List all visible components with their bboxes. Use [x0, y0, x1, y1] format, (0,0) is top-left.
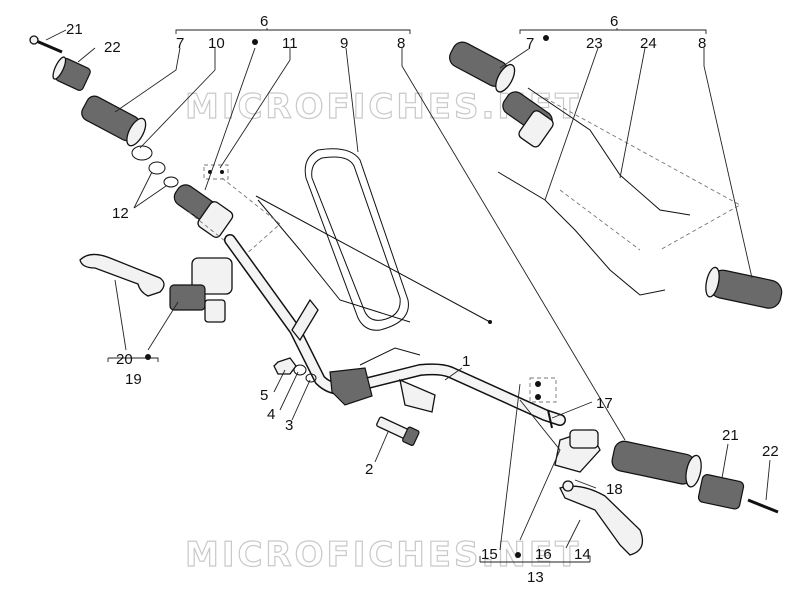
washer-12b	[163, 176, 179, 188]
bar-end-weight-22-top	[52, 56, 91, 91]
callout-13: 13	[527, 569, 544, 586]
dot-marker	[535, 394, 541, 400]
callout-4: 4	[267, 406, 275, 423]
cable-loop-9	[304, 148, 409, 331]
callout-7-right: 7	[526, 35, 534, 52]
throttle-cable	[257, 199, 411, 323]
callout-21-bottom: 21	[722, 427, 739, 444]
callout-10: 10	[208, 35, 225, 52]
cable-23	[497, 171, 666, 296]
dot-marker	[252, 39, 258, 45]
grip-7-right	[449, 41, 516, 93]
callout-22-bottom: 22	[762, 443, 779, 460]
switch-housing-right	[502, 91, 554, 148]
screw-21-top	[33, 38, 63, 54]
callout-6-right: 6	[610, 13, 618, 30]
callout-8-left: 8	[397, 35, 405, 52]
throttle-grip-housing	[173, 184, 234, 238]
screw-head-21-top	[29, 35, 39, 45]
callout-23: 23	[586, 35, 603, 52]
right-lever-assembly	[554, 429, 644, 556]
callout-17: 17	[596, 395, 613, 412]
bolt-2	[376, 416, 420, 447]
left-brake-lever	[79, 253, 165, 297]
assembly-outline-left	[185, 177, 281, 257]
callout-14: 14	[574, 546, 591, 563]
washer-4	[293, 364, 307, 376]
callout-8-right: 8	[698, 35, 706, 52]
watermark-bottom: MICROFICHES.NET	[185, 535, 581, 575]
screw-22-bottom	[747, 498, 779, 514]
dot-marker	[543, 35, 549, 41]
washer-10	[131, 145, 153, 161]
callout-20: 20	[116, 351, 133, 368]
dot-marker	[535, 381, 541, 387]
dot-marker	[515, 552, 521, 558]
callout-7-left: 7	[176, 35, 184, 52]
callout-24: 24	[640, 35, 657, 52]
grip-7-left	[81, 95, 147, 147]
callout-19: 19	[125, 371, 142, 388]
callout-22-top: 22	[104, 39, 121, 56]
screw-17	[547, 409, 553, 429]
callout-18: 18	[606, 481, 623, 498]
nut-5	[273, 357, 297, 375]
washer-3	[305, 373, 317, 383]
callout-11: 11	[282, 35, 298, 52]
callout-5: 5	[260, 387, 268, 404]
callout-15: 15	[481, 546, 498, 563]
callout-3: 3	[285, 417, 293, 434]
callout-6-left: 6	[260, 13, 268, 30]
callout-12: 12	[112, 205, 129, 222]
dot-marker	[145, 354, 151, 360]
washer-12a	[148, 161, 166, 175]
callout-9: 9	[340, 35, 348, 52]
left-grip-group	[29, 35, 234, 238]
cable-24	[527, 87, 691, 216]
callout-1: 1	[462, 353, 470, 370]
callout-21-top: 21	[66, 21, 83, 38]
callout-16: 16	[535, 546, 552, 563]
handlebar-1	[224, 234, 566, 426]
grip-8-bottom	[611, 440, 702, 488]
master-cylinder	[169, 257, 233, 323]
bar-end-weight-21-bottom	[697, 474, 745, 510]
grip-8-right	[705, 266, 783, 309]
callout-2: 2	[365, 461, 373, 478]
